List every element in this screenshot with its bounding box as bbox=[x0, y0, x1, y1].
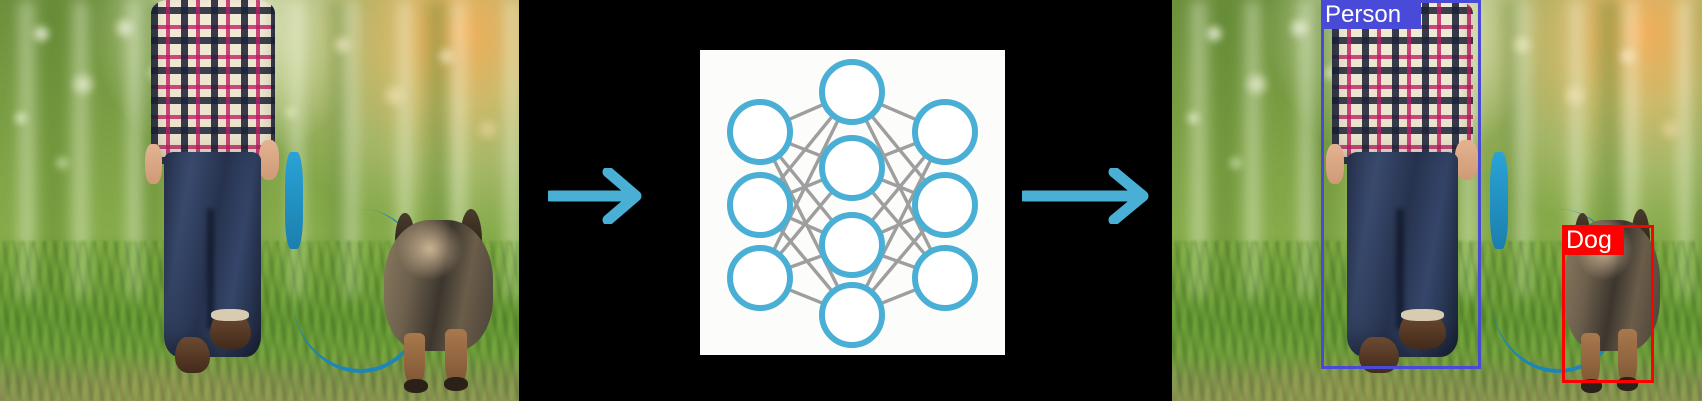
arrow-right-icon bbox=[1018, 166, 1149, 226]
dog-right-paw bbox=[443, 377, 468, 392]
person-leg-gap bbox=[1396, 208, 1405, 329]
leash-handle bbox=[285, 152, 304, 249]
dog-right-hind-leg bbox=[1617, 329, 1637, 386]
nn-nodes bbox=[727, 59, 978, 348]
dog-body bbox=[384, 220, 494, 351]
dog-left-hind-leg bbox=[403, 332, 426, 386]
arrow-model-to-output bbox=[1018, 166, 1150, 226]
input-photo-panel bbox=[0, 0, 519, 401]
person-left-hand bbox=[1325, 144, 1345, 185]
arrow-right-icon bbox=[544, 166, 642, 226]
person-left-hand bbox=[145, 144, 162, 185]
dog-subject bbox=[384, 209, 494, 393]
person-right-hand bbox=[258, 140, 279, 181]
person-right-shoe-sole bbox=[1400, 308, 1445, 321]
detection-box-person[interactable] bbox=[1321, 0, 1481, 369]
detection-label-dog: Dog bbox=[1562, 225, 1624, 255]
neural-network-graph bbox=[727, 59, 978, 348]
neural-network-panel bbox=[700, 50, 1005, 355]
person-right-hand bbox=[1454, 140, 1478, 181]
person-leg-gap bbox=[207, 208, 215, 329]
person-plaid-shirt bbox=[150, 0, 275, 165]
person-subject bbox=[145, 0, 280, 401]
detection-label-person: Person bbox=[1321, 0, 1421, 29]
dog-right-hind-leg bbox=[445, 329, 467, 386]
arrow-input-to-model bbox=[544, 166, 642, 226]
dog-left-paw bbox=[403, 378, 428, 393]
person-right-shoe-sole bbox=[211, 308, 250, 321]
leash-handle bbox=[1490, 152, 1509, 249]
dog-left-hind-leg bbox=[1581, 332, 1601, 386]
person-left-shoe bbox=[174, 336, 211, 373]
